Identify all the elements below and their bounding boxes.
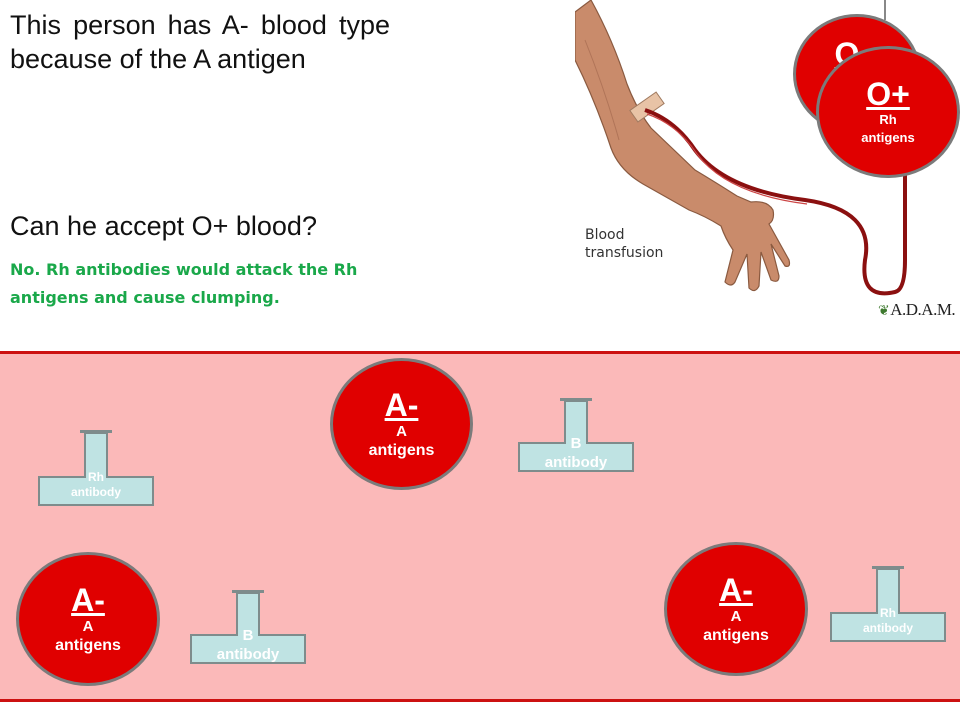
- recipient-blood-panel: [0, 351, 960, 702]
- cell-type: A-: [384, 386, 419, 423]
- donor-cell-front: O+ Rh antigens: [816, 46, 960, 178]
- cell-antigen-line-1: A: [396, 422, 407, 440]
- recipient-cell: A- A antigens: [330, 358, 473, 490]
- brand-text: A.D.A.M.: [890, 300, 956, 319]
- leaf-icon: ❦: [878, 304, 890, 319]
- brand-logo: ❦A.D.A.M.: [878, 300, 956, 320]
- cell-type: A-: [71, 581, 105, 618]
- cell-antigen-line-2: antigens: [861, 130, 915, 145]
- caption-line-2: transfusion: [585, 245, 664, 261]
- cell-type: O+: [866, 76, 910, 112]
- caption-line-1: Blood: [585, 227, 625, 243]
- antibody-label-2: antibody: [216, 646, 280, 663]
- recipient-cell: A- A antigens: [664, 542, 808, 676]
- question-title: This person has A- blood type because of…: [10, 10, 390, 74]
- antibody-label-1: Rh: [880, 606, 896, 620]
- cell-antigen-line-1: A: [82, 617, 94, 635]
- tube-shape: [644, 108, 907, 296]
- antibody-label-2: antibody: [863, 621, 913, 635]
- antibody: B antibody: [190, 590, 306, 666]
- antibody-label-1: B: [570, 435, 582, 452]
- antibody-label-2: antibody: [71, 485, 121, 499]
- antibody-label-1: B: [242, 627, 254, 644]
- arm-shape: [575, 0, 791, 292]
- question-text: Can he accept O+ blood?: [10, 211, 317, 241]
- antibody-label-1: Rh: [88, 470, 104, 484]
- cell-antigen-line-1: Rh: [879, 112, 897, 127]
- cell-antigen-line-2: antigens: [703, 626, 769, 644]
- antibody: B antibody: [518, 398, 634, 474]
- illustration-caption: Blood transfusion: [585, 226, 663, 262]
- cell-antigen-line-2: antigens: [368, 441, 435, 459]
- antibody: Rh antibody: [830, 566, 946, 642]
- cell-antigen-line-1: A: [730, 607, 742, 625]
- antibody-label-2: antibody: [544, 454, 608, 471]
- cell-type: A-: [719, 571, 753, 608]
- recipient-cell: A- A antigens: [16, 552, 160, 686]
- cell-antigen-line-2: antigens: [55, 636, 121, 654]
- antibody: Rh antibody: [38, 430, 154, 506]
- answer-text: No. Rh antibodies would attack the Rh an…: [10, 260, 358, 307]
- transfusion-illustration: [575, 0, 907, 296]
